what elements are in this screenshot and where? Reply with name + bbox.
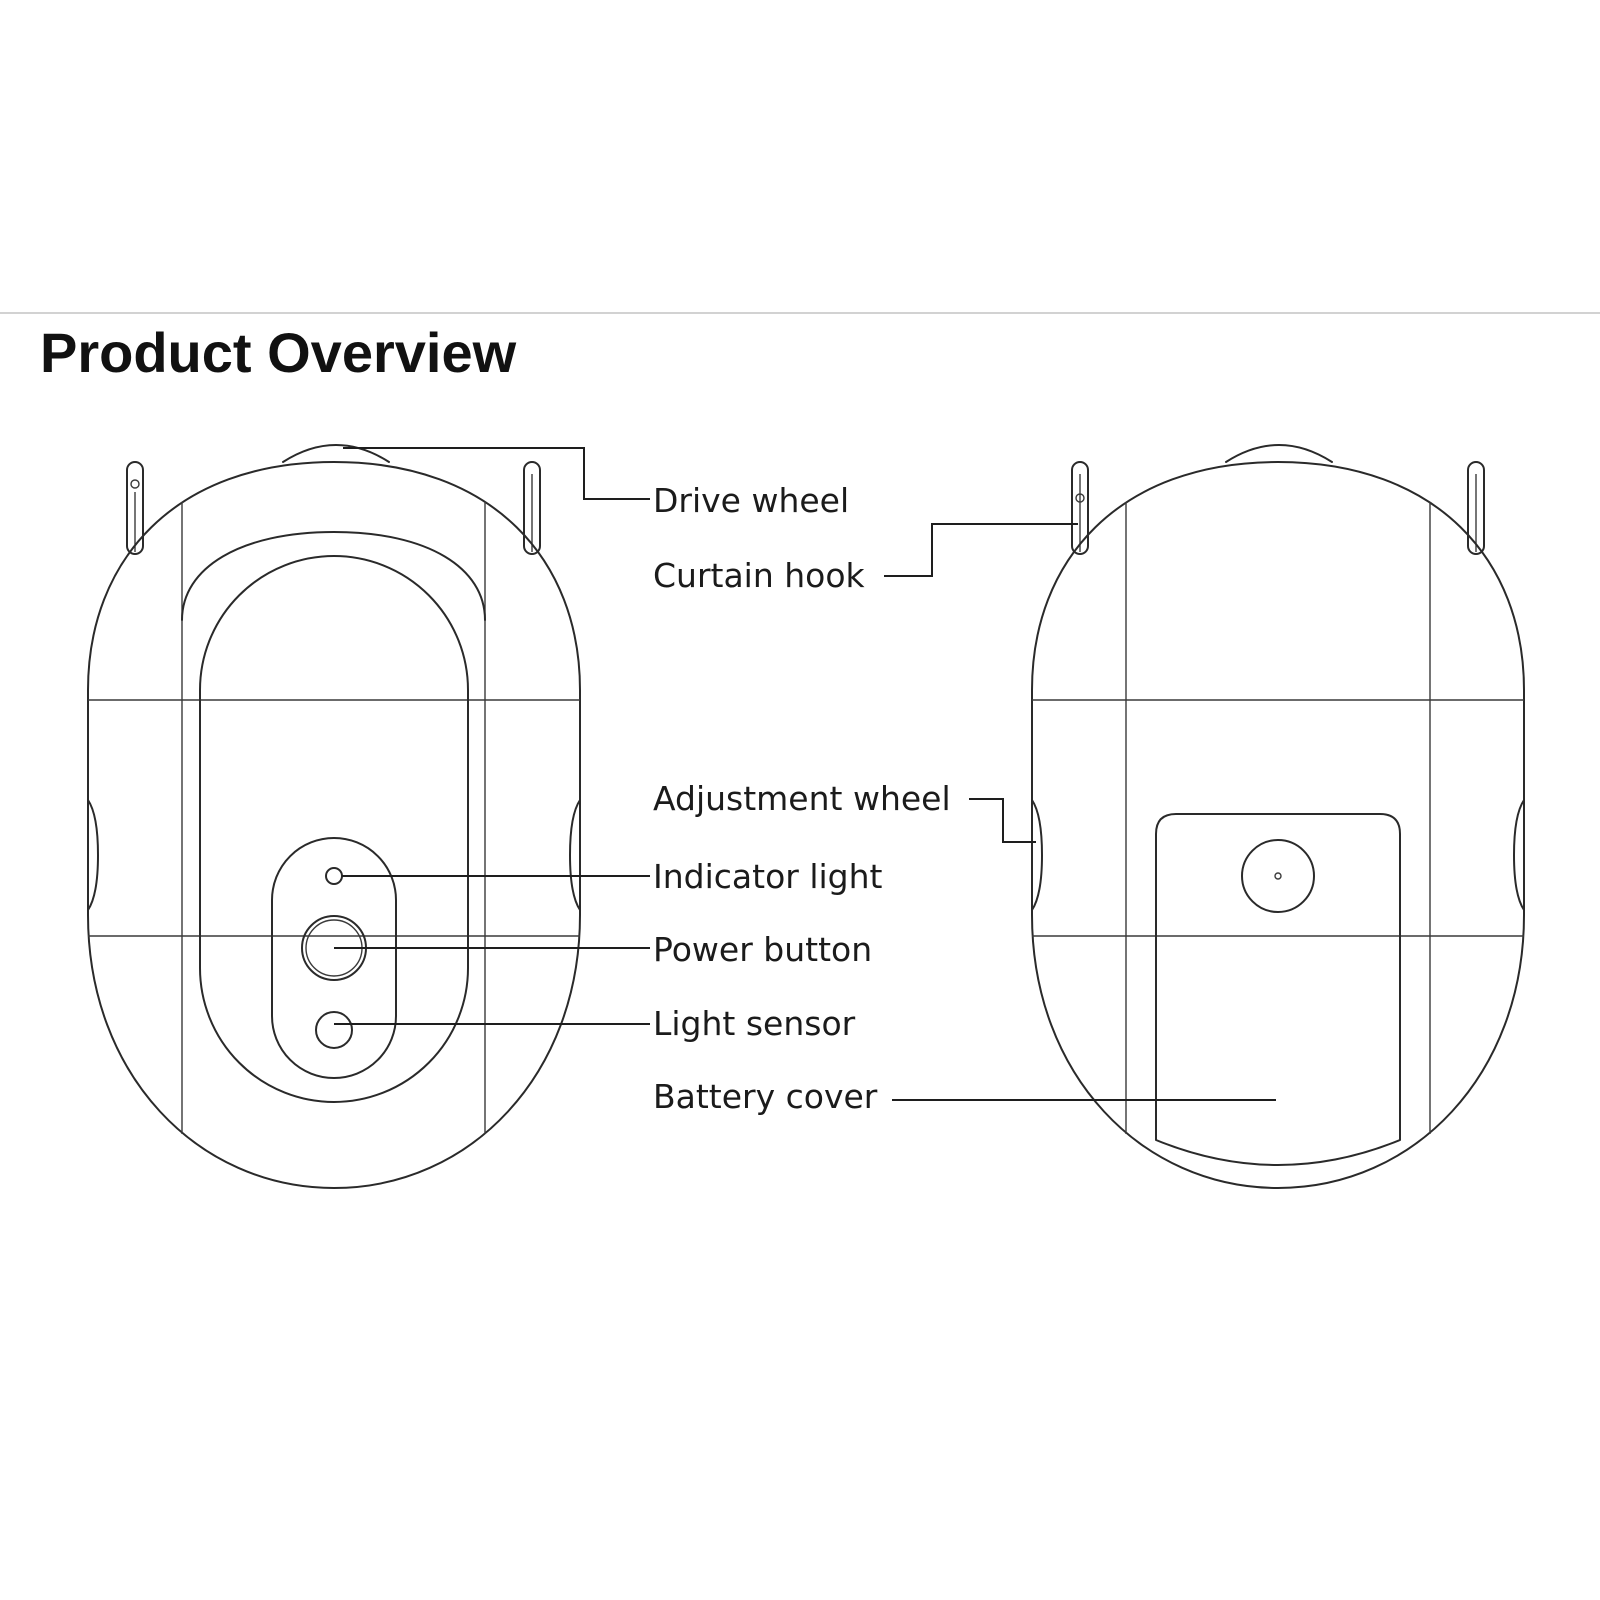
front-window-outer (181, 531, 486, 621)
adjustment-wheel[interactable] (1031, 799, 1043, 911)
leader-curtain-hook (884, 523, 1078, 577)
callout-labels: Drive wheel Curtain hook Adjustment whee… (653, 481, 951, 1116)
label-indicator-light: Indicator light (653, 857, 883, 896)
front-view (87, 444, 581, 1189)
label-power-button: Power button (653, 930, 872, 969)
battery-cover[interactable] (1155, 813, 1401, 1166)
front-side-wheel-left (87, 799, 99, 911)
label-battery-cover: Battery cover (653, 1077, 878, 1116)
light-sensor (315, 1011, 353, 1049)
indicator-light (325, 867, 343, 885)
front-curtain-hook-left (126, 461, 144, 555)
front-curtain-hook-right (523, 461, 541, 555)
page-title: Product Overview (40, 321, 517, 384)
back-side-wheel-right (1513, 799, 1525, 911)
back-body (1031, 461, 1525, 1189)
back-curtain-hook-left (1071, 461, 1089, 555)
front-body (87, 461, 581, 1189)
header-divider (0, 312, 1600, 314)
control-panel (271, 837, 397, 1079)
leader-adjustment-wheel (969, 798, 1036, 843)
label-curtain-hook: Curtain hook (653, 556, 866, 595)
front-drive-wheel (282, 444, 390, 463)
front-side-wheel-right (569, 799, 581, 911)
back-drive-wheel (1225, 444, 1333, 463)
front-window (199, 555, 469, 1103)
label-light-sensor: Light sensor (653, 1004, 856, 1043)
back-view (1031, 444, 1525, 1189)
leader-drive-wheel (343, 447, 650, 500)
label-drive-wheel: Drive wheel (653, 481, 849, 520)
back-reset-button (1241, 839, 1315, 913)
back-curtain-hook-right (1467, 461, 1485, 555)
label-adjustment-wheel: Adjustment wheel (653, 779, 951, 818)
leader-lines (334, 447, 1276, 1101)
